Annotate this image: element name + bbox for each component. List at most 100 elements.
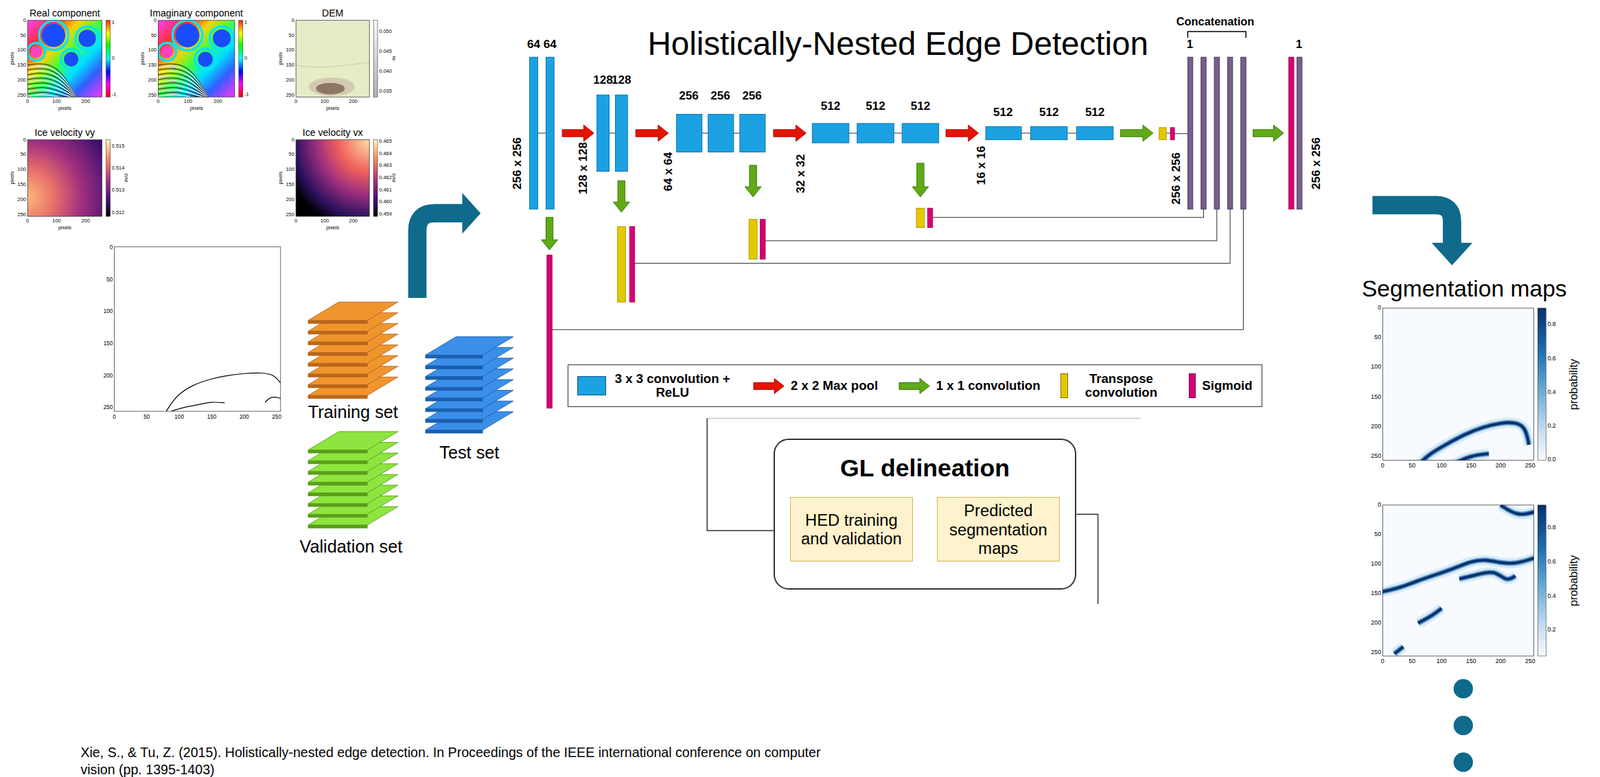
tick-label: 100 [285, 47, 294, 53]
layer-block [1201, 56, 1207, 210]
tick-label: 200 [81, 218, 90, 224]
axis-label: pixels [58, 105, 72, 111]
tick-label: 200 [349, 98, 358, 105]
tick-label: 0 [26, 98, 29, 105]
dataset-plate-side [308, 330, 368, 334]
dataset-plate-side [425, 376, 483, 380]
layer-block [916, 207, 925, 228]
tick-label: 200 [349, 218, 358, 224]
legend-swatch [1060, 373, 1069, 399]
layer-block [529, 56, 539, 210]
fringe-line [27, 73, 77, 97]
tick-label: 250 [17, 211, 27, 217]
caption: Xie, S., & Tu, Z. (2015). Holistically-n… [80, 744, 841, 777]
fringe-blob [63, 52, 79, 67]
layer-block [760, 219, 766, 260]
layer-block [708, 114, 734, 153]
channel-count: 512 [993, 105, 1014, 119]
tick-label: 150 [1466, 462, 1477, 470]
fringe-line [27, 80, 77, 97]
tick-label: 0 [1381, 658, 1385, 666]
unit-label: m [391, 56, 397, 61]
fringe-line [157, 78, 209, 97]
fringe-blob [161, 45, 173, 58]
edge-probability-halo [1418, 608, 1442, 623]
conv1x1-arrow [612, 180, 630, 213]
colorbar-tick: 0.4 [1547, 389, 1556, 397]
axis-label: pixels [58, 224, 72, 230]
feature-size: 64 x 64 [661, 151, 675, 191]
colorbar-tick: 0.460 [378, 199, 392, 205]
box-label: Predicted segmentation maps [941, 501, 1055, 558]
fringe-line [27, 78, 77, 97]
fringe-line [27, 94, 77, 97]
colorbar-tick: 0.4 [1547, 593, 1556, 600]
grounding-line [264, 397, 281, 403]
legend-item: 1 x 1 convolution [898, 376, 1041, 396]
tick-label: 200 [148, 77, 157, 84]
tick-label: 100 [103, 308, 114, 315]
tick-label: 200 [17, 77, 27, 84]
dataset-plate-side [425, 430, 483, 434]
edge-probability-core [1382, 557, 1534, 594]
tick-label: 150 [207, 413, 217, 420]
colorbar-tick: -1 [111, 91, 117, 98]
dataset-plate-side [308, 460, 368, 464]
tick-label: 150 [1466, 658, 1477, 666]
colorbar [1537, 505, 1546, 657]
channel-count: 512 [910, 99, 931, 113]
fringe-line [157, 87, 209, 98]
conv1x1-arrow [744, 165, 762, 197]
plot-frame [295, 140, 370, 217]
conv1x1-arrow [1253, 124, 1285, 142]
fringe-line [27, 68, 77, 97]
layer-block [812, 123, 850, 143]
legend-swatch [577, 376, 607, 395]
continuation-dot [1453, 752, 1474, 772]
grounding-line [171, 402, 226, 412]
side-output-line [932, 209, 1204, 218]
layer-block [1296, 56, 1302, 210]
bracket-label: Concatenation [1176, 15, 1255, 28]
side-output-line [551, 209, 1244, 330]
tick-label: 50 [20, 151, 27, 158]
colorbar-tick: 0.459 [378, 211, 392, 217]
channel-count: 256 [741, 89, 762, 103]
plot-title: Ice velocity vy [34, 127, 95, 139]
edge-probability-mid [1394, 646, 1404, 654]
tick-label: 50 [1374, 334, 1382, 342]
channel-count: 256 [710, 89, 731, 103]
legend-arrow [752, 376, 785, 396]
axis-label: pixels [9, 171, 16, 185]
dataset-plate-side [425, 408, 483, 412]
dataset-plate-side [308, 363, 368, 366]
layer-block [1227, 56, 1233, 210]
legend-item: Sigmoid [1188, 373, 1253, 399]
plot-ground [114, 247, 281, 412]
tick-label: 0 [1377, 501, 1382, 509]
fringe-line [27, 63, 77, 97]
colorbar-tick: 0.6 [1547, 355, 1556, 363]
edge-probability-halo [1382, 557, 1534, 594]
dataset-plate-side [425, 354, 483, 358]
fringe-line [27, 65, 77, 97]
dataset-plate-side [308, 395, 368, 399]
tick-label: 100 [17, 47, 27, 53]
tick-label: 50 [288, 32, 295, 38]
plot-title: Ice velocity vx [302, 127, 364, 139]
fringe-blob [41, 24, 66, 48]
maxpool-arrow [635, 124, 669, 142]
colorbar [238, 20, 243, 97]
tick-label: 200 [213, 98, 222, 105]
conv1x1-arrow [541, 217, 559, 251]
layer-block [1159, 127, 1167, 141]
tick-label: 50 [143, 413, 150, 420]
dem-halo [308, 77, 355, 97]
plot-dem [295, 20, 378, 97]
dataset-plate-side [425, 387, 483, 390]
plot-seg2 [1379, 505, 1546, 657]
tick-label: 250 [285, 211, 294, 217]
fringe-line [27, 91, 77, 97]
dem-ground [295, 20, 370, 97]
tick-label: 150 [148, 62, 157, 68]
